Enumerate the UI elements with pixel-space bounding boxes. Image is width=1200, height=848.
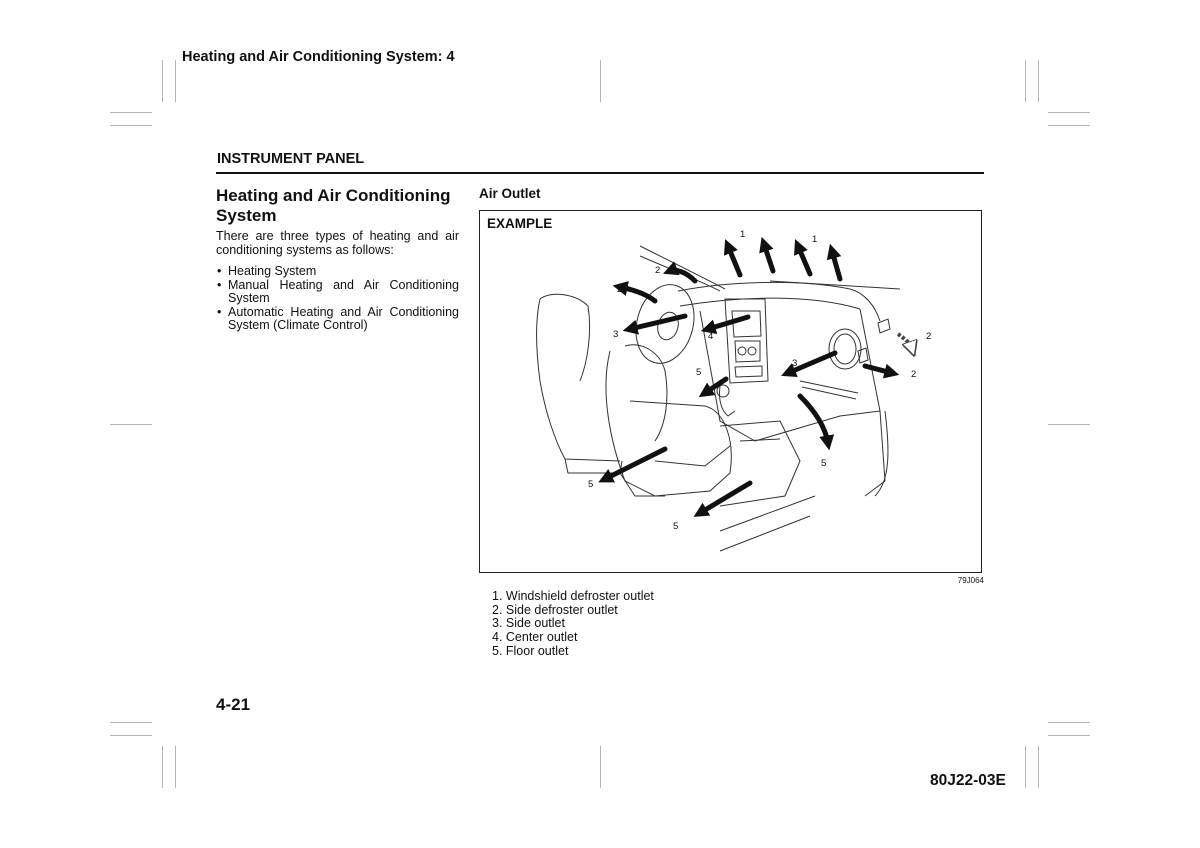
callout-label: 3 — [613, 329, 618, 340]
crop-mark — [1048, 722, 1090, 723]
callout-label: 5 — [588, 479, 593, 490]
callout-label: 5 — [673, 521, 678, 532]
legend-item: 2. Side defroster outlet — [492, 602, 618, 617]
callout-label: 2 — [926, 331, 931, 342]
callout-label: 2 — [655, 265, 660, 276]
dashboard-illustration: 1 1 2 2 2 2 3 3 4 5 5 5 5 — [536, 229, 931, 552]
callout-label: 1 — [740, 229, 745, 240]
callout-label: 5 — [821, 458, 826, 469]
crop-mark — [110, 722, 152, 723]
callout-label: 2 — [911, 369, 916, 380]
list-item: Manual Heating and Air Conditioning Syst… — [216, 278, 459, 306]
section-divider — [216, 172, 984, 174]
crop-mark — [1025, 60, 1026, 102]
legend-item: 1. Windshield defroster outlet — [492, 589, 654, 603]
crop-mark — [110, 112, 152, 113]
callout-label: 5 — [696, 367, 701, 378]
crop-mark — [1025, 746, 1026, 788]
crop-mark — [1038, 746, 1039, 788]
crop-mark — [1048, 424, 1090, 425]
callout-label: 2 — [617, 284, 622, 295]
crop-mark — [110, 735, 152, 736]
crop-mark — [162, 60, 163, 102]
crop-mark — [110, 125, 152, 126]
running-header: Heating and Air Conditioning System: 4 — [182, 49, 455, 65]
crop-mark — [1048, 735, 1090, 736]
air-outlet-figure: 1 1 2 2 2 2 3 3 4 5 5 5 5 EXAMPLE — [479, 210, 982, 573]
figure-code: 79J064 — [957, 576, 984, 585]
page-heading: Heating and Air Conditioning System — [216, 186, 451, 225]
crop-mark — [1048, 125, 1090, 126]
crop-mark — [600, 746, 601, 788]
outlet-legend: 1. Windshield defroster outlet 2. Side d… — [492, 589, 654, 659]
system-types-list: Heating System Manual Heating and Air Co… — [216, 264, 459, 333]
crop-mark — [1048, 112, 1090, 113]
crop-mark — [175, 60, 176, 102]
legend-item: 5. Floor outlet — [492, 643, 569, 658]
list-item: Automatic Heating and Air Conditioning S… — [216, 305, 459, 333]
crop-mark — [175, 746, 176, 788]
left-column: Heating and Air Conditioning System Ther… — [216, 186, 459, 333]
callout-label: 4 — [708, 331, 713, 342]
crop-mark — [600, 60, 601, 102]
intro-paragraph: There are three types of heating and air… — [216, 229, 459, 257]
callout-label: 3 — [792, 358, 797, 369]
air-outlet-heading: Air Outlet — [479, 186, 541, 201]
document-code: 80J22-03E — [930, 772, 1006, 789]
callout-label: 1 — [812, 234, 817, 245]
legend-item: 4. Center outlet — [492, 630, 578, 645]
crop-mark — [110, 424, 152, 425]
legend-item: 3. Side outlet — [492, 616, 565, 631]
list-item: Heating System — [216, 264, 459, 279]
section-title: INSTRUMENT PANEL — [217, 151, 365, 167]
crop-mark — [162, 746, 163, 788]
figure-label: EXAMPLE — [487, 216, 553, 231]
crop-mark — [1038, 60, 1039, 102]
page-number: 4-21 — [216, 695, 251, 714]
